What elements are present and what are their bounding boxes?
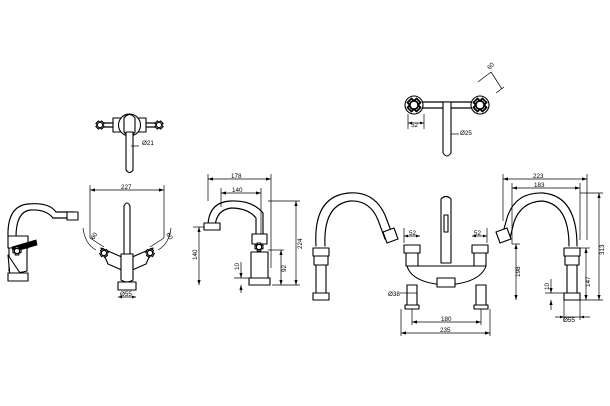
side-mixer-lever-height-label: 10 xyxy=(234,262,241,270)
bridge-top-centres-label: 52 xyxy=(411,122,419,129)
bridge-side-width-outer-label: 223 xyxy=(533,173,544,180)
bridge-top-angle-label: 60 xyxy=(486,61,496,71)
bridge-front-inlet-label: Ø38 xyxy=(388,291,400,298)
front-mixer-width-label: 227 xyxy=(121,184,132,191)
bridge-side-base-label: Ø55 xyxy=(563,317,575,324)
bridge-side-width-inner-label: 183 xyxy=(534,182,545,189)
mixer-left-profile xyxy=(7,203,79,282)
bridge-side-height-total-label: 313 xyxy=(599,244,606,255)
bridge-side-view: 223 183 198 313 147 10 xyxy=(495,173,606,324)
mixer-side-view: 178 140 140 224 92 10 xyxy=(192,173,304,293)
bridge-side-height-spout-label: 198 xyxy=(515,266,522,277)
front-mixer-base-label: Ø55 xyxy=(120,291,132,298)
bridge-front-centre-right-label: 52 xyxy=(474,230,482,237)
bridge-side-lever-height-label: 10 xyxy=(544,282,551,290)
bridge-front-width-label: 235 xyxy=(440,327,451,334)
mixer-top-view: Ø21 xyxy=(93,113,166,174)
front-mixer-angle-right-label: 60 xyxy=(164,232,174,242)
bridge-front-view: 52 52 Ø38 180 235 xyxy=(388,195,491,336)
bridge-top-view: 52 Ø25 60 xyxy=(404,61,505,157)
mixer-front-view: 227 60 60 Ø55 xyxy=(82,184,174,299)
bridge-left-profile xyxy=(312,192,399,301)
side-mixer-width-inner-label: 140 xyxy=(232,187,243,194)
bridge-front-centre-left-label: 52 xyxy=(409,230,417,237)
side-mixer-base-height-label: 92 xyxy=(281,264,288,272)
bridge-top-diameter-label: Ø25 xyxy=(460,130,472,137)
bridge-front-centres-label: 180 xyxy=(441,316,452,323)
side-mixer-height-spout-label: 140 xyxy=(192,249,199,260)
mixer-top-diameter-label: Ø21 xyxy=(142,140,154,147)
side-mixer-width-outer-label: 178 xyxy=(231,173,242,180)
front-mixer-angle-left-label: 60 xyxy=(90,231,100,241)
bridge-side-height-base-label: 147 xyxy=(585,276,592,287)
side-mixer-height-total-label: 224 xyxy=(297,238,304,249)
